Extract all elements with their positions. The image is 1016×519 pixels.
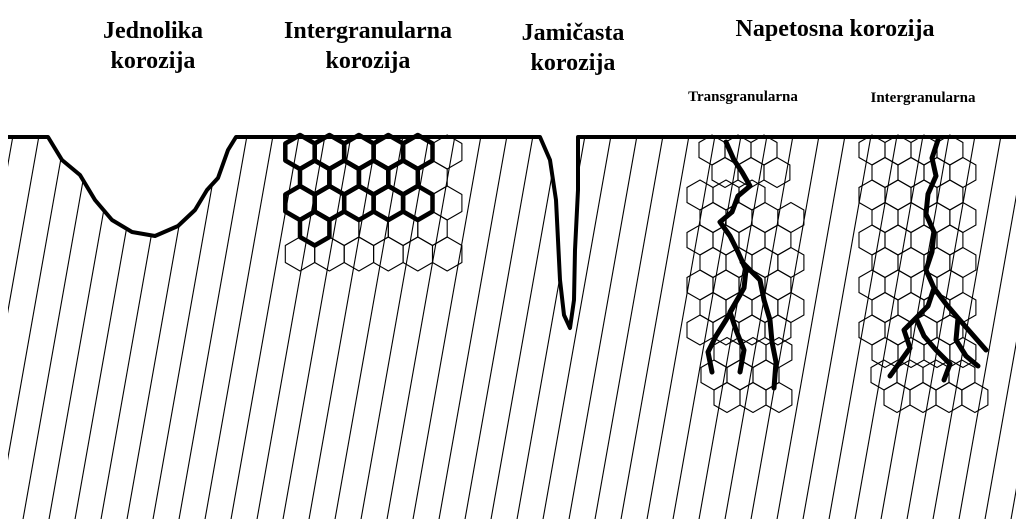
- grain-cell: [714, 383, 740, 413]
- stress-intergranular-grain-network: [859, 135, 988, 413]
- grain-cell: [740, 383, 766, 413]
- grain-cell: [687, 225, 713, 255]
- hatch-line: [802, 130, 872, 519]
- grain-cell: [374, 237, 404, 271]
- grain-cell: [937, 135, 963, 165]
- grain-cell: [433, 186, 462, 220]
- grain-cell: [687, 315, 713, 345]
- hatch-line: [516, 130, 586, 519]
- grain-cell: [344, 237, 373, 271]
- grain-cell: [765, 225, 791, 255]
- grain-cell: [949, 360, 975, 390]
- grain-cell: [936, 383, 962, 413]
- grain-cell: [752, 203, 778, 233]
- hatch-line: [776, 130, 846, 519]
- grain-cell: [700, 293, 726, 323]
- hatch-line: [854, 130, 924, 519]
- hatch-line: [1010, 130, 1016, 519]
- hatch-line: [672, 130, 742, 519]
- grain-cell: [898, 203, 924, 233]
- grain-cell: [950, 248, 976, 278]
- hatch-line: [230, 130, 300, 519]
- grain-cell: [700, 248, 726, 278]
- hatch-line: [464, 130, 534, 519]
- hatch-line: [620, 130, 690, 519]
- grain-cell: [872, 158, 898, 188]
- grain-cell: [687, 180, 713, 210]
- hatch-line: [490, 130, 560, 519]
- grain-hatch-lines: [0, 130, 1016, 519]
- grain-cell: [884, 383, 910, 413]
- grain-cell: [910, 383, 936, 413]
- grain-cell: [937, 225, 963, 255]
- grain-cell: [739, 225, 765, 255]
- grain-cell: [885, 225, 911, 255]
- grain-cell: [433, 135, 462, 169]
- hatch-line: [100, 130, 170, 519]
- grain-cell: [859, 225, 885, 255]
- hatch-line: [308, 130, 378, 519]
- hatch-line: [438, 130, 508, 519]
- hatch-line: [0, 130, 40, 519]
- grain-cell: [962, 383, 988, 413]
- hatch-line: [74, 130, 144, 519]
- hatch-line: [880, 130, 950, 519]
- hatch-line: [204, 130, 274, 519]
- grain-cell: [898, 158, 924, 188]
- hatch-line: [828, 130, 898, 519]
- grain-cell: [859, 135, 885, 165]
- grain-cell: [872, 203, 898, 233]
- hatch-line: [22, 130, 92, 519]
- hatch-line: [48, 130, 118, 519]
- grain-cell: [403, 186, 432, 220]
- hatch-line: [178, 130, 248, 519]
- hatch-line: [256, 130, 326, 519]
- grain-cell: [374, 186, 404, 220]
- hatch-line: [126, 130, 196, 519]
- hatch-line: [984, 130, 1016, 519]
- grain-cell: [726, 203, 752, 233]
- surface-profile-line: [8, 137, 1016, 328]
- hatch-line: [0, 130, 14, 519]
- grain-cell: [778, 203, 804, 233]
- grain-cell: [300, 212, 329, 246]
- intergranular-grain-network: [285, 135, 462, 271]
- grain-cell: [739, 315, 765, 345]
- grain-cell: [950, 158, 976, 188]
- grain-cell: [766, 383, 792, 413]
- grain-cell: [778, 248, 804, 278]
- grain-cell: [885, 135, 911, 165]
- hatch-line: [646, 130, 716, 519]
- hatch-line: [750, 130, 820, 519]
- grain-cell: [344, 186, 373, 220]
- hatch-line: [594, 130, 664, 519]
- hatch-line: [152, 130, 222, 519]
